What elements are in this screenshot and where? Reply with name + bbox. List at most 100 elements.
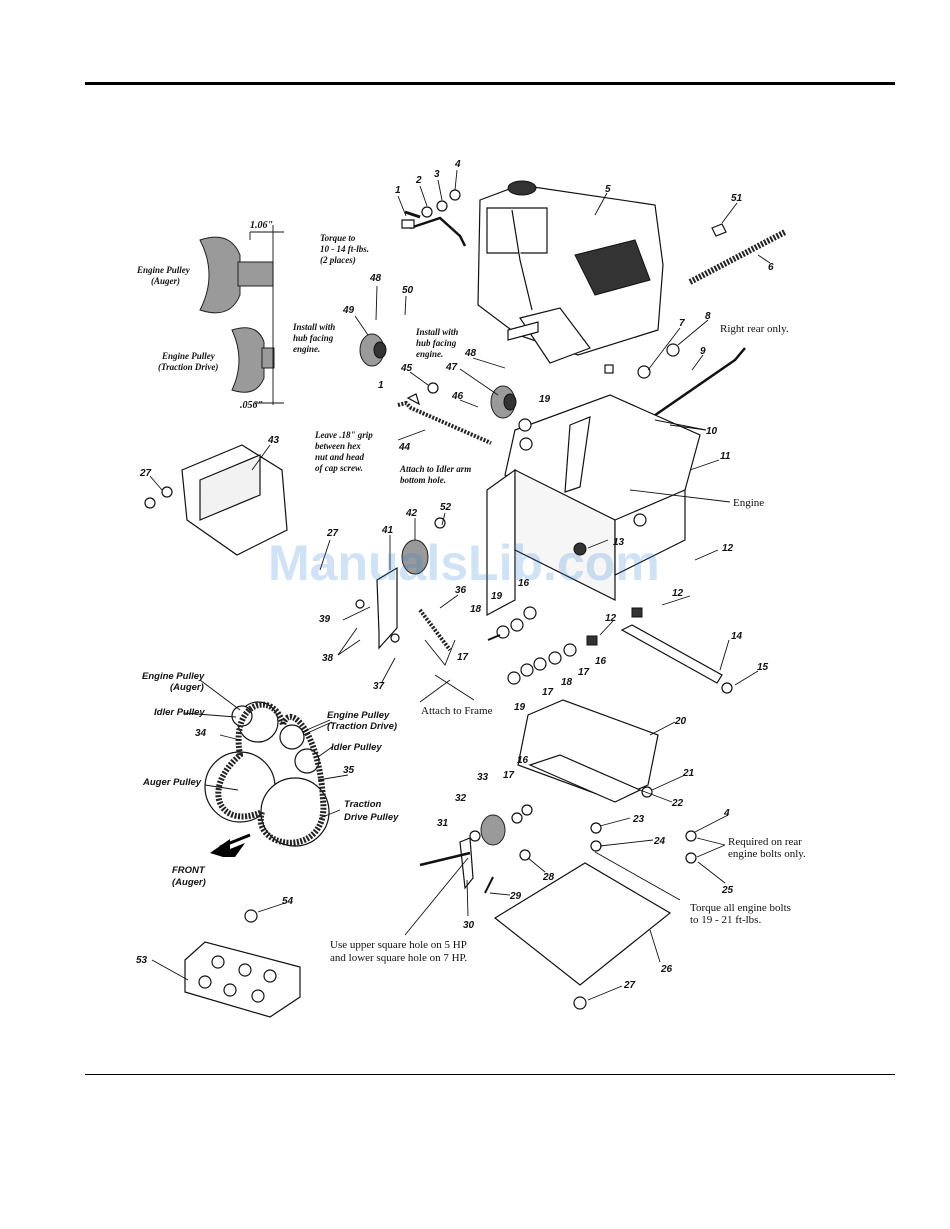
note-attach-frame: Attach to Frame bbox=[421, 705, 493, 717]
fuel-tank bbox=[486, 207, 548, 254]
bottom-rule bbox=[85, 1074, 895, 1075]
callout-30: 30 bbox=[463, 920, 475, 931]
callout-16: 16 bbox=[517, 755, 529, 766]
top-rule bbox=[85, 82, 895, 85]
pulley-detail: 1.06" .056" Engine Pulley (Auger) Engine… bbox=[136, 220, 284, 411]
belt-label-idler-left: Idler Pulley bbox=[154, 707, 205, 718]
callout-17: 17 bbox=[542, 687, 554, 698]
note-hub-left-3: engine. bbox=[293, 344, 320, 354]
note-idler-1: Attach to Idler arm bbox=[399, 464, 471, 474]
callout-29: 29 bbox=[509, 891, 522, 902]
callout-51: 51 bbox=[731, 193, 743, 204]
engine-shroud bbox=[574, 239, 651, 296]
callout-11: 11 bbox=[720, 451, 731, 462]
engine-assembly bbox=[477, 180, 664, 374]
callout-27: 27 bbox=[623, 980, 636, 991]
callout-43: 43 bbox=[267, 435, 280, 446]
spring-44 bbox=[397, 400, 492, 445]
callout-16: 16 bbox=[595, 656, 607, 667]
callout-3: 3 bbox=[434, 169, 440, 180]
label-engine-pulley-traction-2: (Traction Drive) bbox=[158, 362, 218, 372]
label-engine-pulley-auger-2: (Auger) bbox=[151, 276, 180, 286]
callout-42: 42 bbox=[405, 508, 418, 519]
callout-9: 9 bbox=[700, 346, 706, 357]
note-hub-left-1: Install with bbox=[292, 322, 335, 332]
note-grip-1: Leave .18" grip bbox=[314, 430, 373, 440]
callout-19: 19 bbox=[514, 702, 526, 713]
callout-6: 6 bbox=[768, 262, 774, 273]
callout-17: 17 bbox=[503, 770, 515, 781]
callout-17: 17 bbox=[457, 652, 469, 663]
throttle-handle bbox=[511, 209, 533, 311]
support-14 bbox=[620, 624, 723, 684]
callout-41: 41 bbox=[381, 525, 394, 536]
callout-16: 16 bbox=[518, 578, 530, 589]
rod-9 bbox=[647, 347, 746, 422]
note-hub-mid-1: Install with bbox=[415, 327, 458, 337]
callout-12: 12 bbox=[722, 543, 734, 554]
callout-47: 47 bbox=[445, 362, 458, 373]
note-torque-engine-1: Torque all engine bolts bbox=[690, 902, 791, 914]
callout-50: 50 bbox=[402, 285, 414, 296]
callout-37: 37 bbox=[373, 681, 385, 692]
belt-label-engine-traction-2: (Traction Drive) bbox=[327, 721, 397, 732]
callout-18: 18 bbox=[470, 604, 482, 615]
belt-label-idler-right: Idler Pulley bbox=[331, 742, 382, 753]
callout-10: 10 bbox=[706, 426, 718, 437]
callout-45: 45 bbox=[400, 363, 413, 374]
callout-53: 53 bbox=[136, 955, 148, 966]
belt-label-engine-auger-2: (Auger) bbox=[170, 682, 204, 693]
callout-22: 22 bbox=[671, 798, 684, 809]
note-torque-2: 10 - 14 ft-lbs. bbox=[320, 244, 369, 254]
callout-32: 32 bbox=[455, 793, 467, 804]
plate-26 bbox=[493, 862, 672, 986]
callout-39: 39 bbox=[319, 614, 331, 625]
note-square-hole-1: Use upper square hole on 5 HP bbox=[330, 939, 467, 951]
callout-12: 12 bbox=[672, 588, 684, 599]
crankshaft bbox=[507, 321, 539, 341]
callout-14: 14 bbox=[731, 631, 743, 642]
callout-34: 34 bbox=[195, 728, 207, 739]
callout-13: 13 bbox=[613, 537, 625, 548]
note-torque-engine-2: to 19 - 21 ft-lbs. bbox=[690, 914, 761, 926]
pulley-33 bbox=[480, 814, 506, 846]
callout-52: 52 bbox=[440, 502, 452, 513]
idler-arm-39 bbox=[376, 566, 398, 650]
callout-26: 26 bbox=[660, 964, 673, 975]
label-engine-pulley-auger-1: Engine Pulley bbox=[136, 265, 191, 275]
callout-23: 23 bbox=[632, 814, 645, 825]
callout-5: 5 bbox=[605, 184, 611, 195]
belt-label-engine-auger-1: Engine Pulley bbox=[142, 671, 205, 682]
engine-pulley-auger bbox=[199, 236, 241, 314]
callout-54: 54 bbox=[282, 896, 294, 907]
callout-7: 7 bbox=[679, 318, 685, 329]
callout-31: 31 bbox=[437, 818, 449, 829]
callout-49: 49 bbox=[342, 305, 355, 316]
callout-12: 12 bbox=[605, 613, 617, 624]
callout-48: 48 bbox=[369, 273, 382, 284]
callout-20: 20 bbox=[674, 716, 687, 727]
fuel-cap bbox=[507, 180, 537, 196]
callout-1: 1 bbox=[378, 380, 384, 391]
dim-bottom: .056" bbox=[240, 400, 263, 411]
callout-4: 4 bbox=[723, 808, 730, 819]
note-required-rear-1: Required on rear bbox=[728, 836, 802, 848]
callout-44: 44 bbox=[398, 442, 411, 453]
arm-30 bbox=[459, 837, 474, 890]
callout-25: 25 bbox=[721, 885, 734, 896]
note-grip-4: of cap screw. bbox=[315, 463, 363, 473]
label-front-1: FRONT bbox=[172, 865, 206, 876]
watermark: ManualsLib.com bbox=[268, 535, 660, 591]
callout-36: 36 bbox=[455, 585, 467, 596]
note-hub-left-2: hub facing bbox=[293, 333, 334, 343]
callout-48: 48 bbox=[464, 348, 477, 359]
callout-28: 28 bbox=[542, 872, 555, 883]
pulley-47 bbox=[490, 385, 517, 419]
callout-19: 19 bbox=[491, 591, 503, 602]
label-engine-pulley-traction-1: Engine Pulley bbox=[161, 351, 216, 361]
note-idler-2: bottom hole. bbox=[400, 475, 446, 485]
callout-33: 33 bbox=[477, 772, 489, 783]
callout-2: 2 bbox=[415, 175, 422, 186]
note-hub-mid-3: engine. bbox=[416, 349, 443, 359]
